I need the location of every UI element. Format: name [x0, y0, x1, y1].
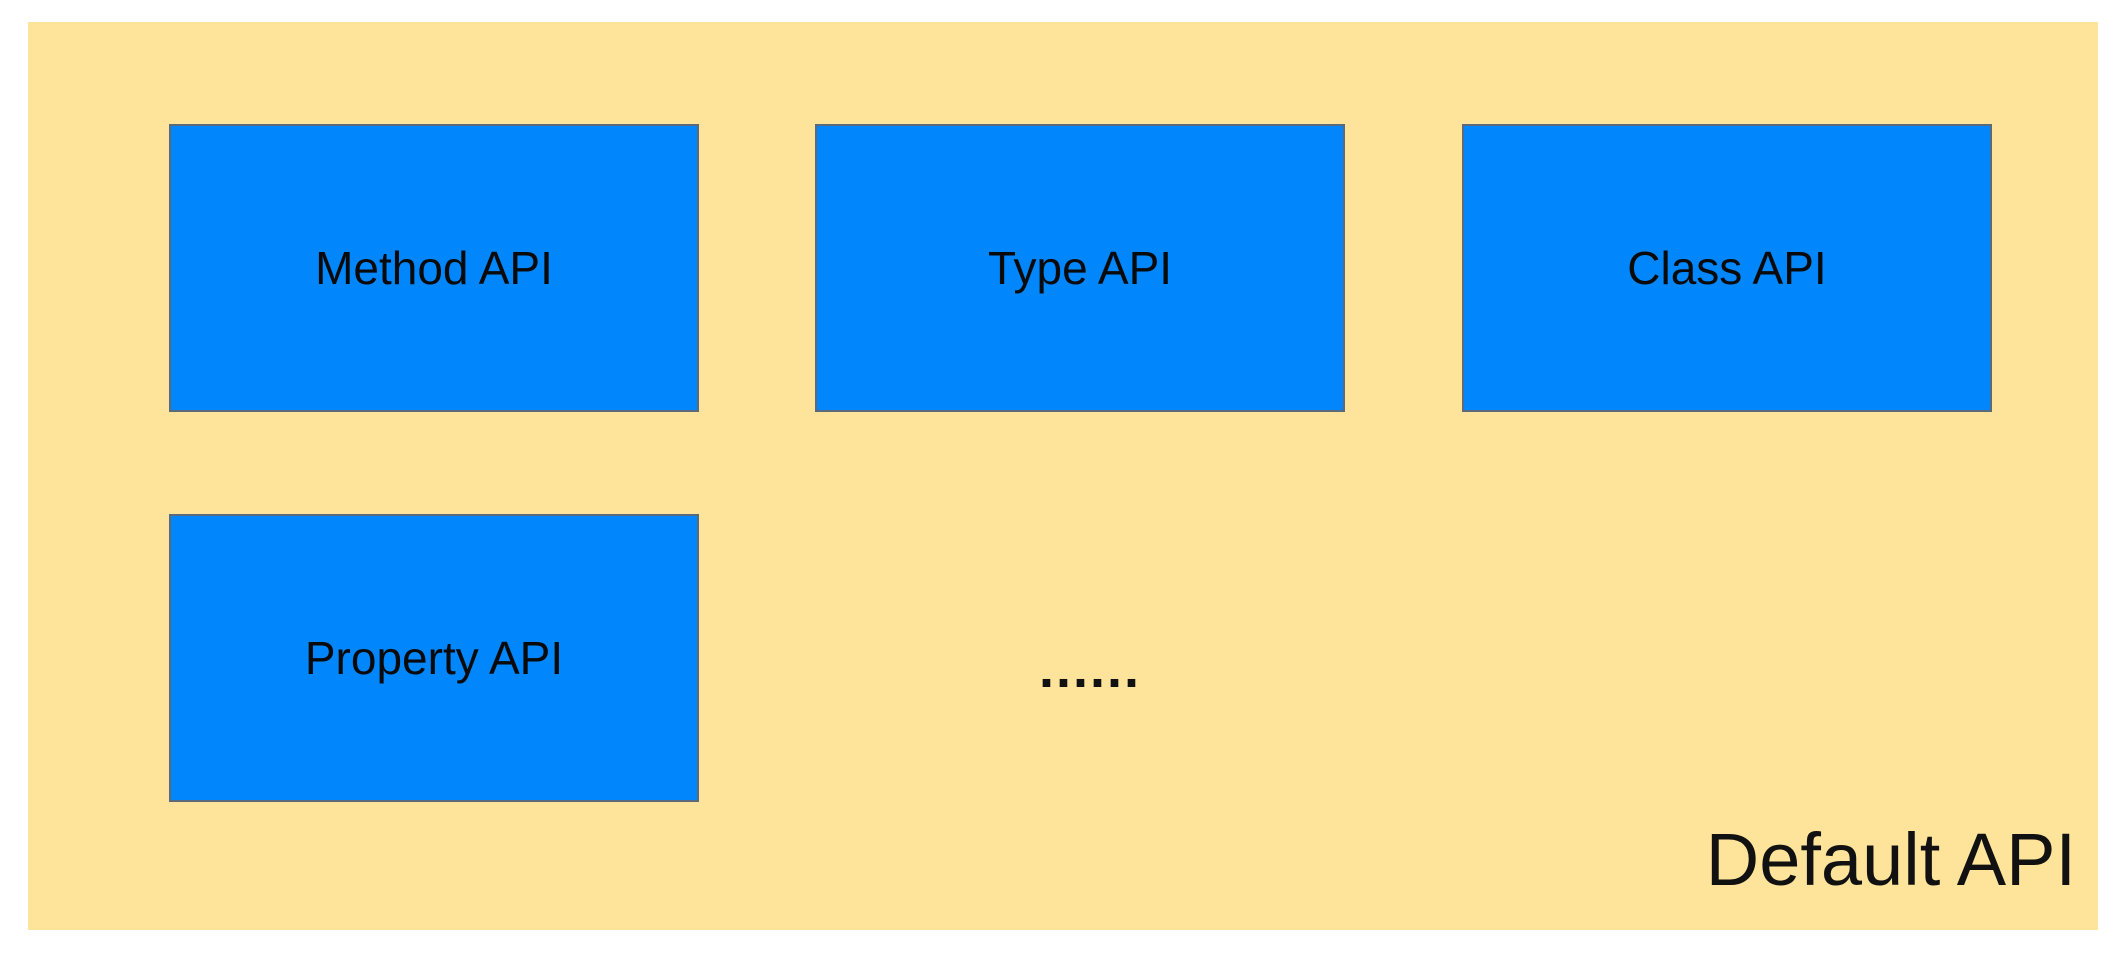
default-api-label: Default API — [1705, 818, 2076, 901]
class-api-box: Class API — [1462, 124, 1992, 412]
type-api-box: Type API — [815, 124, 1345, 412]
type-api-label: Type API — [987, 242, 1173, 294]
more-apis-ellipsis: ...... — [1039, 639, 1142, 699]
property-api-box: Property API — [169, 514, 699, 802]
class-api-label: Class API — [1627, 242, 1827, 294]
method-api-label: Method API — [315, 242, 553, 294]
property-api-label: Property API — [304, 632, 564, 684]
default-api-container: Method API Type API Class API Property A… — [28, 22, 2098, 930]
method-api-box: Method API — [169, 124, 699, 412]
